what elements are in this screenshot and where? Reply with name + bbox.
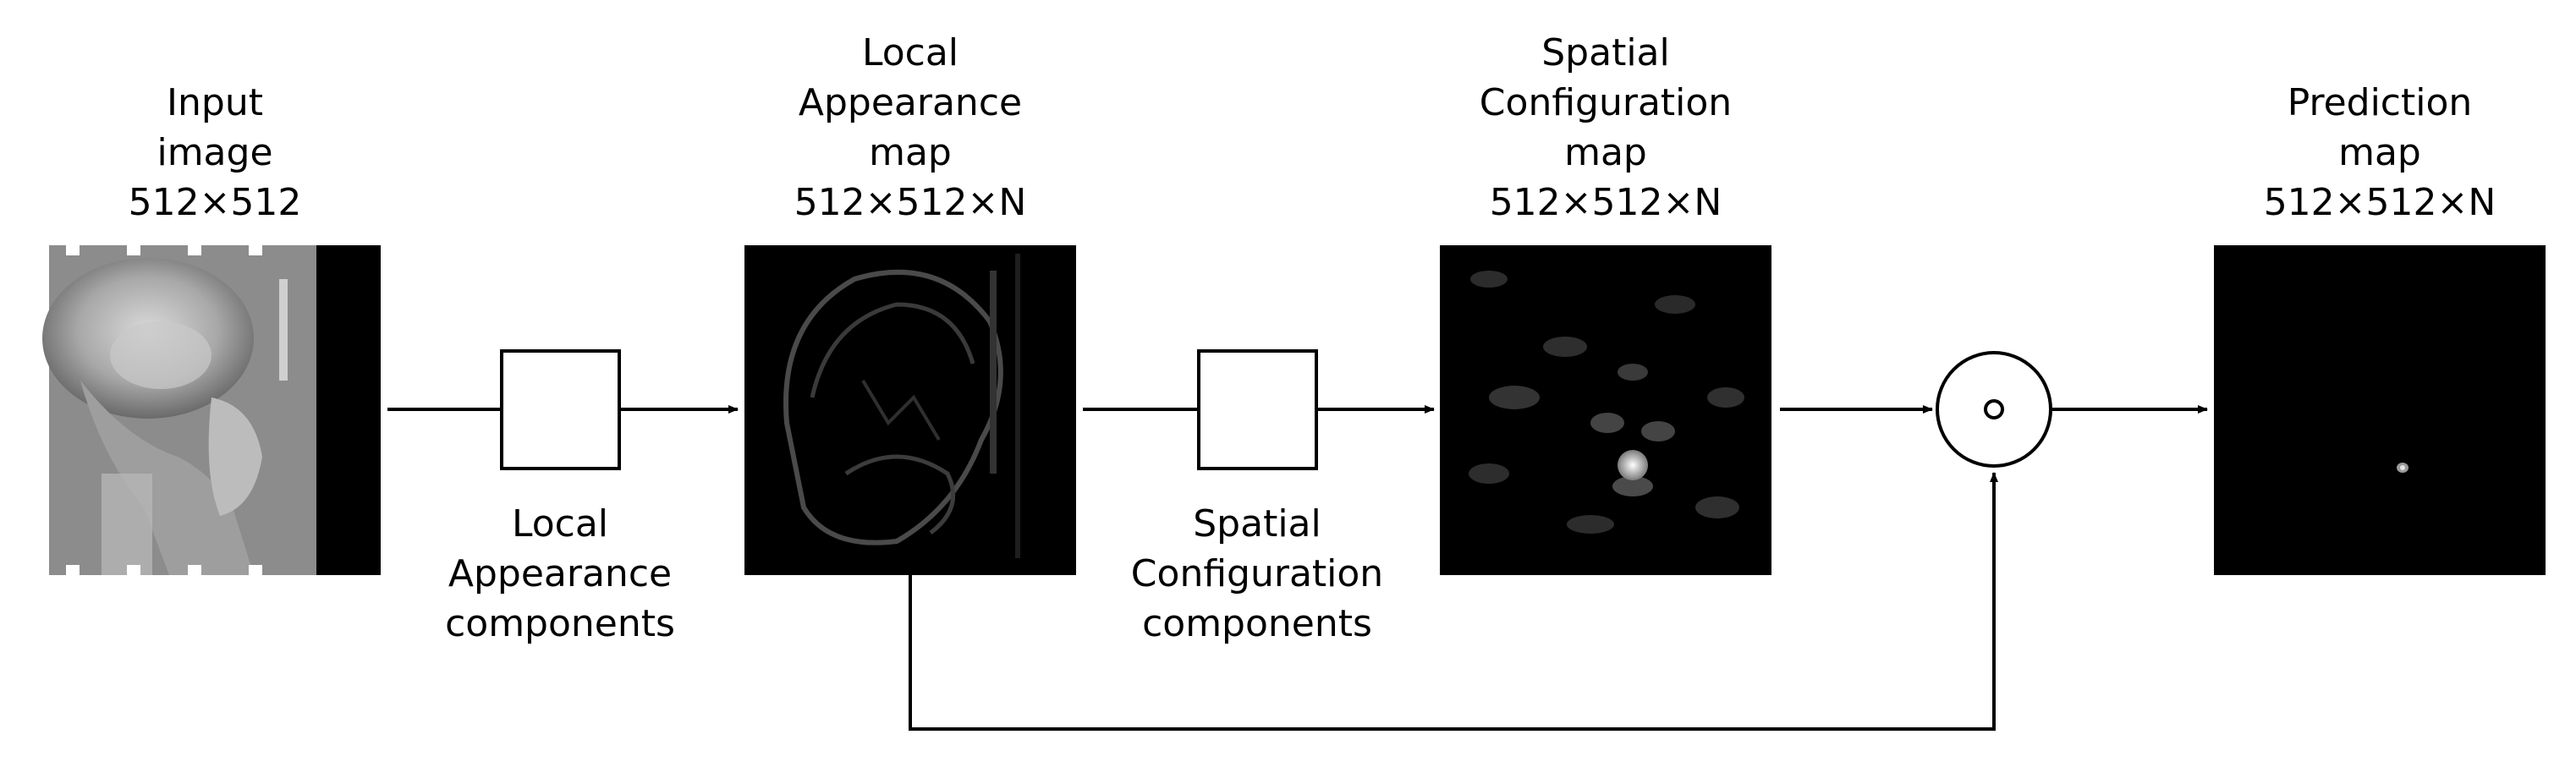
spatial-configuration-components-label-line-3: components — [1142, 602, 1372, 645]
spatial-configuration-map-label: Spatial Configuration map 512×512×N — [1436, 28, 1775, 228]
input-image-label-line-3: 512×512 — [128, 181, 302, 224]
input-image-label-line-1: Input — [167, 81, 263, 124]
local-appearance-components-box — [500, 349, 621, 470]
local-appearance-map-label-line-2: Appearance — [798, 81, 1023, 124]
prediction-map-panel — [2214, 245, 2546, 575]
skip-connection-arrow — [909, 472, 1998, 731]
local-appearance-components-label-line-2: Appearance — [448, 552, 673, 595]
local-appearance-components-label: Local Appearance components — [391, 499, 729, 649]
spatial-configuration-map-label-line-4: 512×512×N — [1489, 181, 1722, 224]
local-appearance-map-label-line-4: 512×512×N — [794, 181, 1027, 224]
prediction-map-label-line-3: 512×512×N — [2263, 181, 2496, 224]
local-appearance-map-panel — [744, 245, 1076, 575]
local-appearance-components-label-line-3: components — [445, 602, 675, 645]
input-image-label: Input image 512×512 — [46, 78, 384, 228]
prediction-map-label-line-1: Prediction — [2287, 81, 2473, 124]
input-image-panel — [42, 245, 381, 575]
spatial-configuration-components-label: Spatial Configuration components — [1088, 499, 1426, 649]
spatial-configuration-components-box — [1197, 349, 1318, 470]
elementwise-multiply-icon — [1936, 351, 2052, 468]
local-appearance-map-label-line-1: Local — [861, 31, 959, 74]
spatial-configuration-map-panel — [1440, 245, 1771, 575]
prediction-map-label: Prediction map 512×512×N — [2211, 78, 2549, 228]
spatial-configuration-map-label-line-1: Spatial — [1541, 31, 1670, 74]
input-image-label-line-2: image — [157, 131, 273, 174]
spatial-configuration-components-label-line-1: Spatial — [1193, 502, 1321, 545]
local-appearance-components-label-line-1: Local — [511, 502, 609, 545]
prediction-map-label-line-2: map — [2338, 131, 2421, 174]
local-appearance-map-label: Local Appearance map 512×512×N — [741, 28, 1079, 228]
spatial-configuration-map-label-line-2: Configuration — [1479, 81, 1733, 124]
spatial-configuration-components-label-line-2: Configuration — [1130, 552, 1384, 595]
local-appearance-map-label-line-3: map — [869, 131, 952, 174]
spatial-configuration-map-label-line-3: map — [1564, 131, 1647, 174]
